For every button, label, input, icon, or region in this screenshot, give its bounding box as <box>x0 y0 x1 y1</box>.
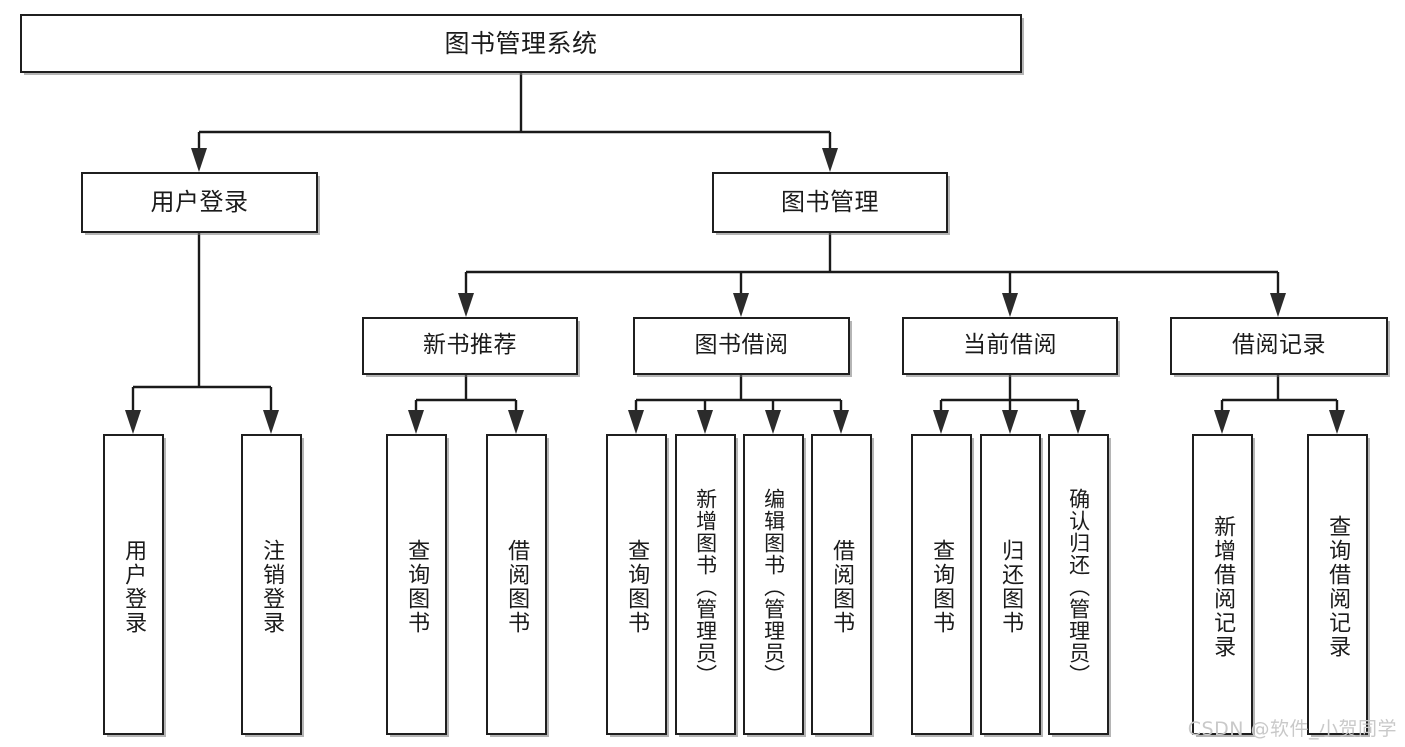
node-borrow-record[interactable]: 借阅记录 <box>1170 317 1388 375</box>
node-label: 查询图书 <box>404 538 430 635</box>
node-label: 归还图书 <box>998 538 1024 635</box>
leaf-user-login-login[interactable]: 用户登录 <box>103 434 164 735</box>
node-new-book-recommend[interactable]: 新书推荐 <box>362 317 578 375</box>
leaf-record-query-record[interactable]: 查询借阅记录 <box>1307 434 1368 735</box>
leaf-borrow-add-book-admin[interactable]: 新增图书（管理员） <box>675 434 736 735</box>
node-label: 借阅记录 <box>1232 332 1326 359</box>
node-label: 图书管理系统 <box>444 28 598 58</box>
csdn-watermark: CSDN @软件_小贺同学 <box>1187 718 1397 740</box>
leaf-current-confirm-return-admin[interactable]: 确认归还（管理员） <box>1048 434 1109 735</box>
leaf-user-login-logout[interactable]: 注销登录 <box>241 434 302 735</box>
node-label: 查询图书 <box>624 538 650 635</box>
node-label: 借阅图书 <box>504 538 530 635</box>
node-label: 用户登录 <box>121 538 147 635</box>
node-book-borrow[interactable]: 图书借阅 <box>633 317 850 375</box>
node-label: 查询图书 <box>929 538 955 635</box>
leaf-borrow-edit-book-admin[interactable]: 编辑图书（管理员） <box>743 434 804 735</box>
node-label: 编辑图书（管理员） <box>761 487 786 686</box>
leaf-borrow-borrow-book[interactable]: 借阅图书 <box>811 434 872 735</box>
node-label: 借阅图书 <box>829 538 855 635</box>
node-label: 注销登录 <box>259 538 285 635</box>
node-label: 新书推荐 <box>423 332 517 359</box>
node-label: 新增图书（管理员） <box>693 487 718 686</box>
leaf-current-return-book[interactable]: 归还图书 <box>980 434 1041 735</box>
leaf-record-add-record[interactable]: 新增借阅记录 <box>1192 434 1253 735</box>
node-label: 当前借阅 <box>963 332 1057 359</box>
leaf-current-query-book[interactable]: 查询图书 <box>911 434 972 735</box>
node-label: 图书借阅 <box>694 332 789 359</box>
leaf-borrow-query-book[interactable]: 查询图书 <box>606 434 667 735</box>
node-label: 用户登录 <box>150 188 249 217</box>
node-book-management[interactable]: 图书管理 <box>712 172 948 233</box>
node-current-borrow[interactable]: 当前借阅 <box>902 317 1118 375</box>
node-label: 查询借阅记录 <box>1325 514 1351 659</box>
node-root-system[interactable]: 图书管理系统 <box>20 14 1022 73</box>
leaf-recommend-borrow-book[interactable]: 借阅图书 <box>486 434 547 735</box>
node-label: 新增借阅记录 <box>1210 514 1236 659</box>
node-label: 确认归还（管理员） <box>1066 487 1091 686</box>
node-label: 图书管理 <box>781 188 879 217</box>
node-user-login[interactable]: 用户登录 <box>81 172 318 233</box>
leaf-recommend-query-book[interactable]: 查询图书 <box>386 434 447 735</box>
